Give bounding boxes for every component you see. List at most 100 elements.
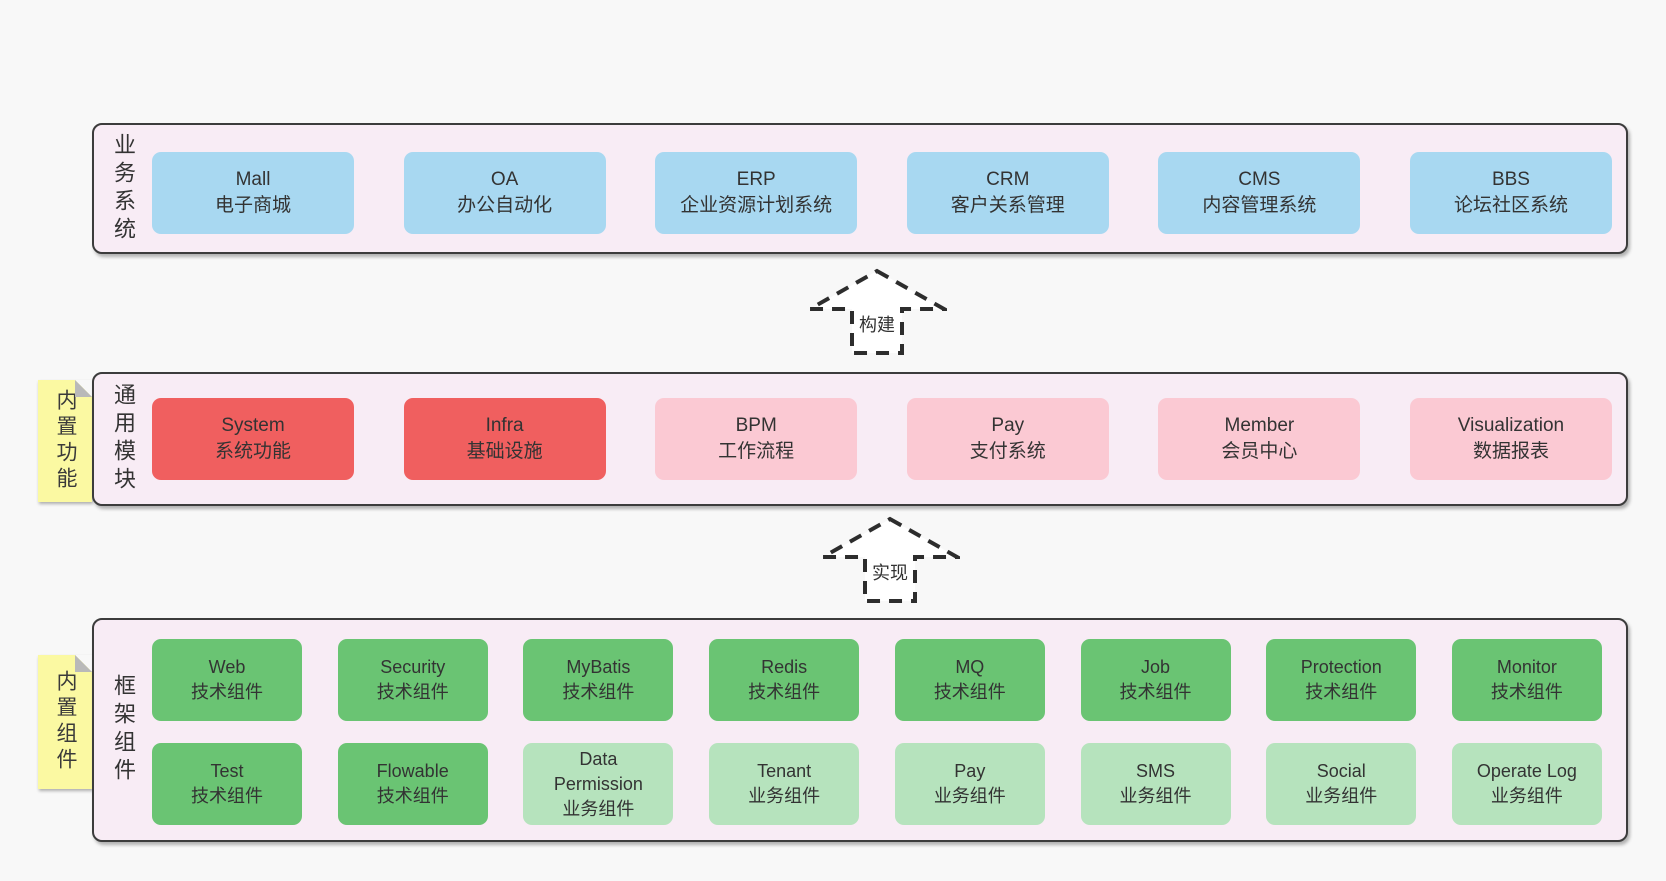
box-monitor: Monitor 技术组件: [1451, 639, 1602, 721]
framework-components-side-label: 框架组件: [111, 674, 136, 786]
box-title: Visualization: [1457, 415, 1565, 436]
build-arrow-label: 构建: [856, 310, 898, 338]
box-mq: MQ 技术组件: [894, 639, 1045, 721]
box-subtitle: 办公自动化: [457, 195, 553, 216]
box-title: Pay: [954, 761, 986, 781]
box-title: CMS: [1238, 169, 1281, 190]
box-subtitle: 业务组件: [1490, 786, 1563, 806]
box-title: ERP: [736, 169, 776, 190]
box-subtitle: 技术组件: [191, 682, 263, 702]
box-subtitle: 技术组件: [1490, 682, 1563, 702]
box-subtitle: 论坛社区系统: [1453, 195, 1568, 216]
box-mybatis: MyBatis 技术组件: [523, 639, 674, 721]
box-subtitle: 数据报表: [1472, 441, 1549, 462]
box-operate-log: Operate Log 业务组件: [1451, 743, 1602, 825]
box-title: BPM: [735, 415, 777, 436]
implement-arrow: 实现: [820, 516, 960, 604]
box-data-permission: Data Permission 业务组件: [523, 743, 674, 825]
section-business-systems: 业务系统 Mall 电子商城 OA 办公自动化 ERP 企业资源计划系统 CRM 客户关系管理…: [92, 123, 1628, 254]
box-tenant: Tenant 业务组件: [709, 743, 860, 825]
box-subtitle: 系统功能: [214, 441, 291, 462]
box-subtitle: 基础设施: [466, 441, 543, 462]
box-subtitle: 业务组件: [1305, 786, 1378, 806]
box-subtitle: 工作流程: [718, 441, 795, 462]
box-title: Mall: [235, 169, 271, 190]
box-title: Monitor: [1496, 657, 1557, 677]
box-subtitle: 技术组件: [562, 682, 635, 702]
box-subtitle: 技术组件: [376, 786, 449, 806]
box-title: Job: [1141, 657, 1171, 677]
box-subtitle: 业务组件: [1119, 786, 1192, 806]
box-title: Security: [380, 657, 446, 677]
box-title: Social: [1316, 761, 1366, 781]
box-subtitle: 技术组件: [1119, 682, 1192, 702]
common-modules-side-label: 通用模块: [111, 383, 136, 495]
box-subtitle: 电子商城: [214, 195, 291, 216]
box-redis: Redis 技术组件: [709, 639, 860, 721]
box-infra: Infra 基础设施: [403, 398, 606, 480]
business-systems-box-row: Mall 电子商城 OA 办公自动化 ERP 企业资源计划系统 CRM 客户关系管理 CMS 内容…: [152, 152, 1612, 234]
sticky-tag-builtin-components: 内置组件: [38, 655, 92, 789]
business-systems-side-label: 业务系统: [111, 132, 136, 245]
box-protection: Protection 技术组件: [1266, 639, 1417, 721]
box-pay: Pay 支付系统: [906, 398, 1109, 480]
sticky-tag-builtin-features: 内置功能: [38, 380, 92, 502]
implement-arrow-label: 实现: [869, 558, 911, 586]
box-title: MyBatis: [566, 657, 631, 677]
box-title: SMS: [1136, 761, 1176, 781]
box-crm: CRM 客户关系管理: [906, 152, 1109, 234]
box-subtitle: 技术组件: [748, 682, 821, 702]
box-subtitle: 技术组件: [1305, 682, 1378, 702]
box-title: Web: [208, 657, 246, 677]
box-erp: ERP 企业资源计划系统: [655, 152, 858, 234]
box-title: Protection: [1300, 657, 1382, 677]
box-subtitle: 业务组件: [748, 786, 821, 806]
box-bbs: BBS 论坛社区系统: [1409, 152, 1612, 234]
box-member: Member 会员中心: [1158, 398, 1361, 480]
box-title: Data Permission: [553, 748, 643, 794]
box-title: Tenant: [757, 761, 812, 781]
box-title: MQ: [955, 657, 985, 677]
box-title: Infra: [485, 415, 524, 436]
box-web: Web 技术组件: [152, 639, 302, 721]
box-subtitle: 内容管理系统: [1202, 195, 1317, 216]
box-flowable: Flowable 技术组件: [337, 743, 488, 825]
box-subtitle: 会员中心: [1221, 441, 1298, 462]
folded-corner-icon: [75, 380, 92, 397]
folded-corner-icon: [75, 655, 92, 672]
box-cms: CMS 内容管理系统: [1158, 152, 1361, 234]
box-subtitle: 客户关系管理: [950, 195, 1065, 216]
box-title: Operate Log: [1476, 761, 1577, 781]
box-subtitle: 支付系统: [969, 441, 1046, 462]
box-subtitle: 技术组件: [933, 682, 1006, 702]
box-bpm: BPM 工作流程: [655, 398, 858, 480]
box-mall: Mall 电子商城: [152, 152, 354, 234]
box-title: Flowable: [376, 761, 449, 781]
box-title: Test: [210, 761, 244, 781]
box-title: OA: [490, 169, 519, 190]
box-title: BBS: [1491, 169, 1530, 190]
box-subtitle: 技术组件: [376, 682, 449, 702]
box-sms: SMS 业务组件: [1080, 743, 1231, 825]
build-arrow: 构建: [807, 268, 947, 356]
box-visualization: Visualization 数据报表: [1409, 398, 1612, 480]
box-title: Member: [1224, 415, 1295, 436]
box-social: Social 业务组件: [1266, 743, 1417, 825]
box-subtitle: 企业资源计划系统: [680, 195, 833, 216]
sticky-tag-label: 内置功能: [54, 389, 77, 493]
box-title: CRM: [986, 169, 1030, 190]
box-subtitle: 业务组件: [562, 798, 635, 819]
sticky-tag-label: 内置组件: [54, 670, 77, 774]
box-security: Security 技术组件: [337, 639, 488, 721]
box-title: Redis: [761, 657, 808, 677]
box-oa: OA 办公自动化: [403, 152, 606, 234]
box-title: Pay: [991, 415, 1025, 436]
